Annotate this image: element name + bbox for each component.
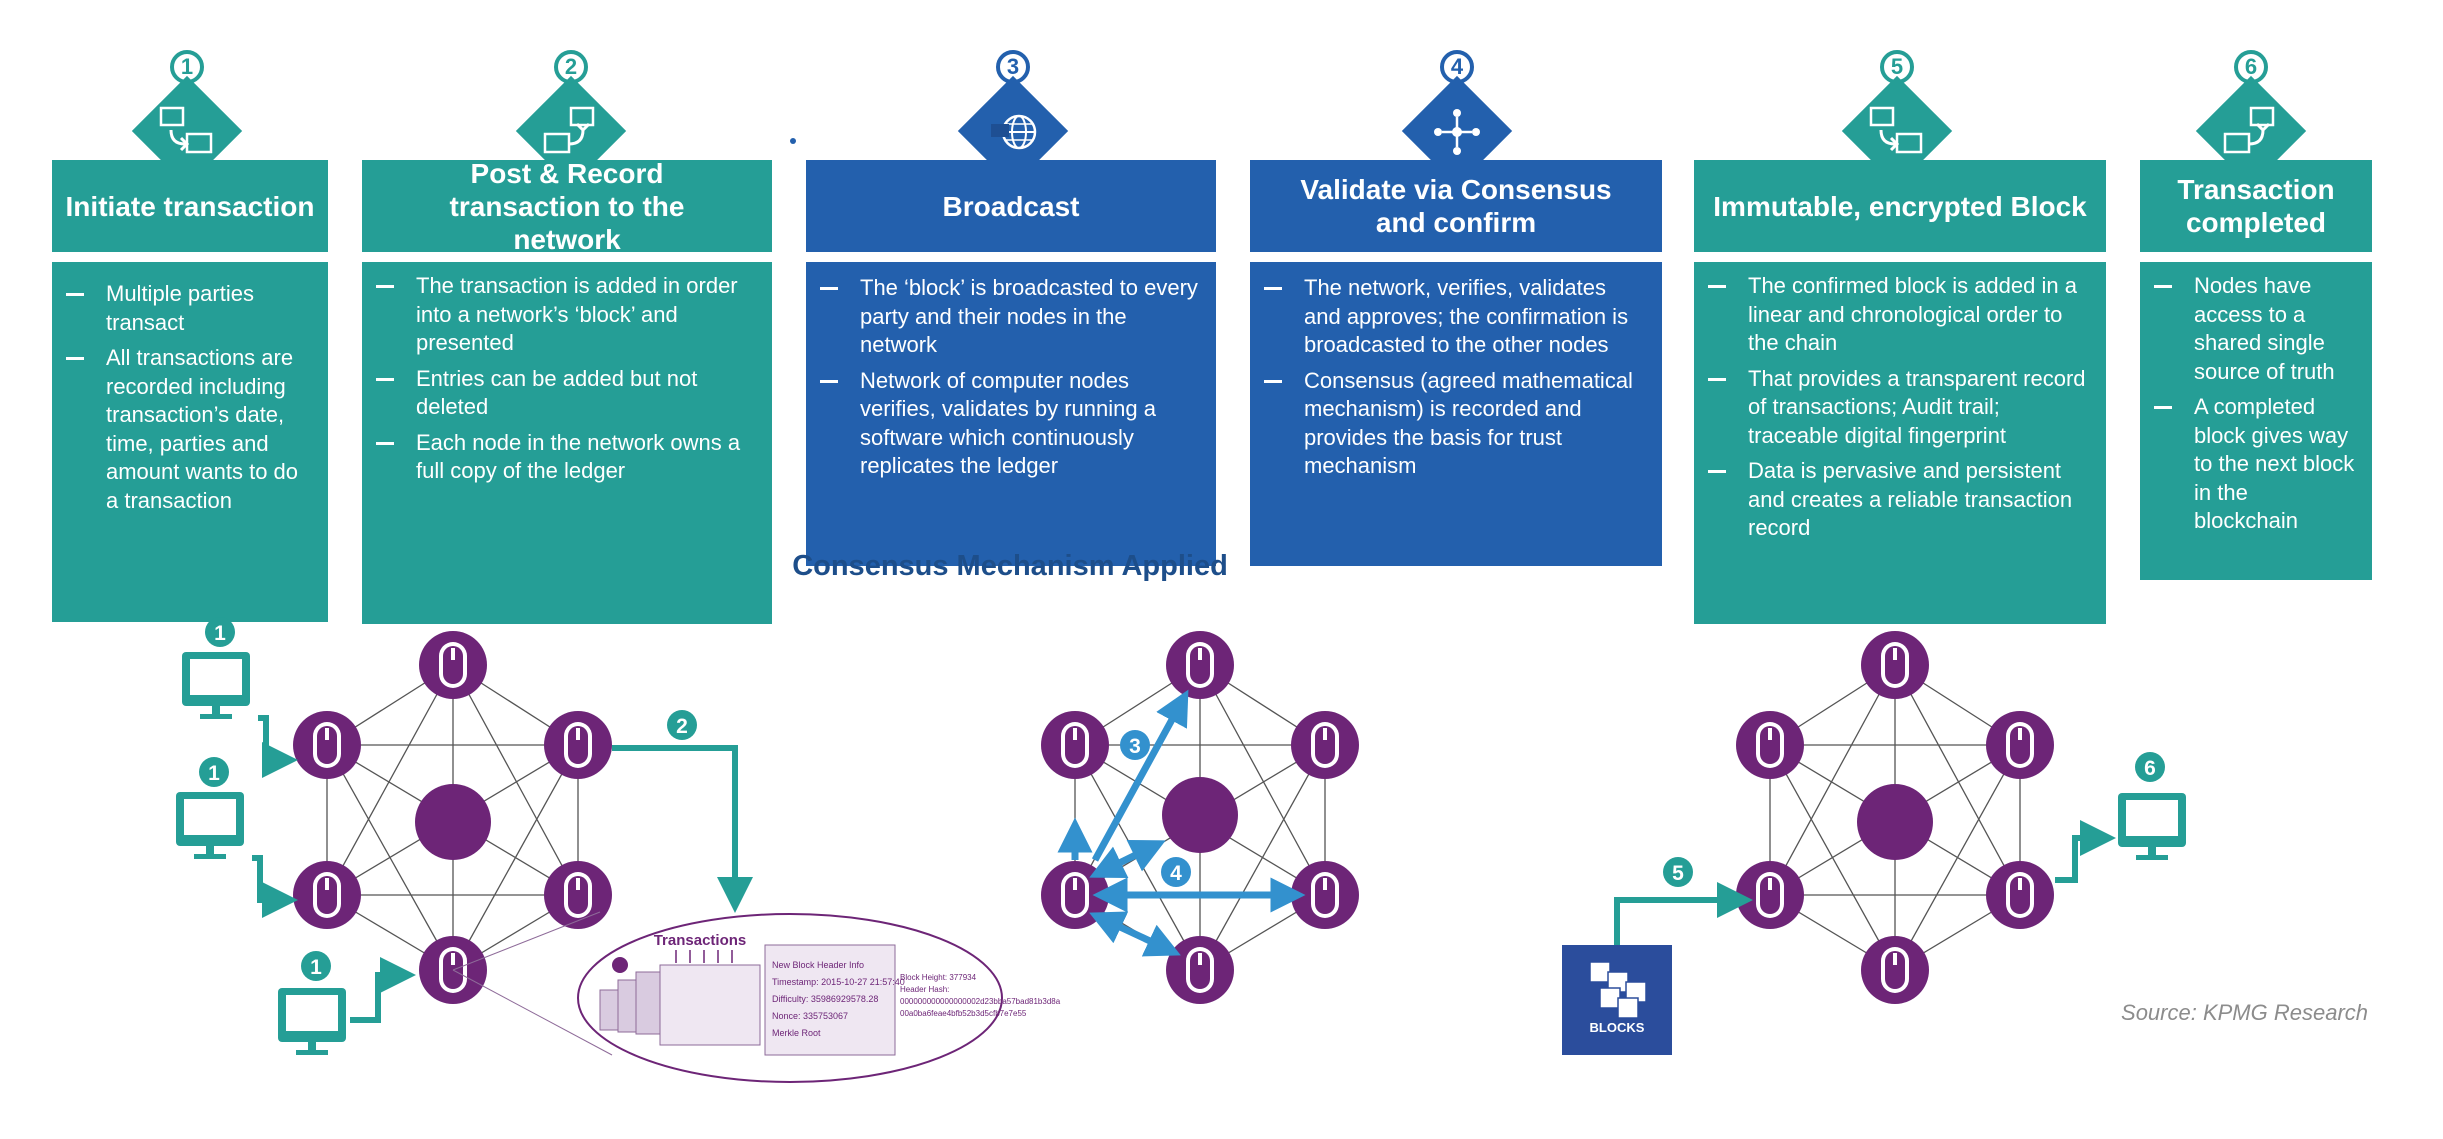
node-icon [1291,861,1359,929]
ledger-line: Merkle Root [772,1028,821,1038]
node-icon [544,861,612,929]
node-icon [1986,861,2054,929]
network-2-hub [1162,777,1238,853]
computer-icon [2118,793,2186,860]
step-3-title: Broadcast [806,160,1216,252]
svg-text:6: 6 [2144,757,2156,780]
number-badge: 3 [1120,730,1150,760]
step-5-bullet: The confirmed block is added in a linear… [1708,272,2090,358]
network-1-hub [415,784,491,860]
svg-text:2: 2 [676,715,688,738]
hash-line: Header Hash: [900,985,949,994]
step-5-title: Immutable, encrypted Block [1694,160,2106,252]
number-badge: 1 [301,951,331,981]
ledger-line: Nonce: 335753067 [772,1011,848,1021]
number-badge: 2 [667,710,697,740]
step-1-bullet: All transactions are recorded including … [66,344,312,515]
step-1-body: Multiple parties transact All transactio… [52,262,328,622]
blocks-icon: BLOCKS [1562,945,1672,1055]
globe-broadcast-icon [991,114,1037,150]
step-1-badge: 1 [170,50,204,84]
consensus-icon [1434,109,1480,155]
node-icon [1291,711,1359,779]
computer-icon [182,652,250,719]
completed-icon [2223,106,2275,154]
step-3-body: The ‘block’ is broadcasted to every part… [806,262,1216,566]
node-icon [1736,711,1804,779]
transfer-icon [159,106,213,154]
svg-text:1: 1 [310,956,322,979]
step-1-title: Initiate transaction [52,160,328,252]
step-6-title: Transaction completed [2140,160,2372,252]
number-badge: 4 [1161,857,1191,887]
hash-line: Block Height: 377934 [900,973,977,982]
node-icon [1986,711,2054,779]
step-4-title: Validate via Consensus and confirm [1250,160,1662,252]
consensus-label: Consensus Mechanism Applied [792,550,1228,582]
node-icon [419,631,487,699]
step-4-bullet: Consensus (agreed mathematical mechanism… [1264,367,1646,481]
ledger-line: Difficulty: 35986929578.28 [772,994,878,1004]
blocks-label: BLOCKS [1590,1020,1645,1035]
node-icon [544,711,612,779]
step-5-bullet: Data is pervasive and persistent and cre… [1708,457,2090,543]
step-4-body: The network, verifies, validates and app… [1250,262,1662,566]
step-5-body: The confirmed block is added in a linear… [1694,262,2106,624]
svg-text:5: 5 [1672,862,1684,885]
number-badge: 1 [199,757,229,787]
ledger-line: Timestamp: 2015-10-27 21:57:40 [772,977,905,987]
hash-line: 00a0ba6feae4bfb52b3d5cfb7e7e55 [900,1009,1027,1018]
computer-icon [176,792,244,859]
step-2-body: The transaction is added in order into a… [362,262,772,624]
step-3-bullet: Network of computer nodes verifies, vali… [820,367,1200,481]
step-6-bullet: Nodes have access to a shared single sou… [2154,272,2356,386]
network-1: 1 1 1 2 Transactions [176,617,1061,1083]
ledger-title: Transactions [654,932,747,949]
stray-dot [790,138,796,144]
post-record-icon [543,106,595,154]
encrypted-block-icon [1869,106,1923,154]
step-4-bullet: The network, verifies, validates and app… [1264,274,1646,360]
node-icon [1861,936,1929,1004]
step-1-bullet: Multiple parties transact [66,280,312,337]
number-badge: 5 [1663,857,1693,887]
svg-text:1: 1 [208,762,220,785]
svg-text:4: 4 [1170,862,1182,885]
computer-icon [278,988,346,1055]
step-6-bullet: A completed block gives way to the next … [2154,393,2356,536]
step-2-bullet: The transaction is added in order into a… [376,272,756,358]
network-2: 3 4 [1041,631,1359,1004]
number-badge: 1 [205,617,235,647]
node-icon [1166,631,1234,699]
node-icon [1166,936,1234,1004]
node-icon [1736,861,1804,929]
node-icon [1041,861,1109,929]
source-note: Source: KPMG Research [2121,1000,2368,1025]
step-2-title: Post & Record transaction to the network [362,158,772,255]
node-icon [293,711,361,779]
step-3-badge: 3 [996,50,1030,84]
step-5-bullet: That provides a transparent record of tr… [1708,365,2090,451]
step-2-badge: 2 [554,50,588,84]
ledger-line: New Block Header Info [772,960,864,970]
network-3-hub [1857,784,1933,860]
svg-text:3: 3 [1129,735,1141,758]
hash-line: 000000000000000002d23bba57bad81b3d8a [900,997,1061,1006]
ledger-bubble: Transactions New Block Header Info Times… [452,911,1061,1083]
step-2-bullet: Entries can be added but not deleted [376,365,756,422]
step-6-body: Nodes have access to a shared single sou… [2140,262,2372,580]
node-icon [1041,711,1109,779]
step-3-bullet: The ‘block’ is broadcasted to every part… [820,274,1200,360]
node-icon [1861,631,1929,699]
number-badge: 6 [2135,752,2165,782]
node-icon [293,861,361,929]
network-3: BLOCKS 5 6 [1562,631,2186,1055]
step-2-bullet: Each node in the network owns a full cop… [376,429,756,486]
svg-text:1: 1 [214,622,226,645]
